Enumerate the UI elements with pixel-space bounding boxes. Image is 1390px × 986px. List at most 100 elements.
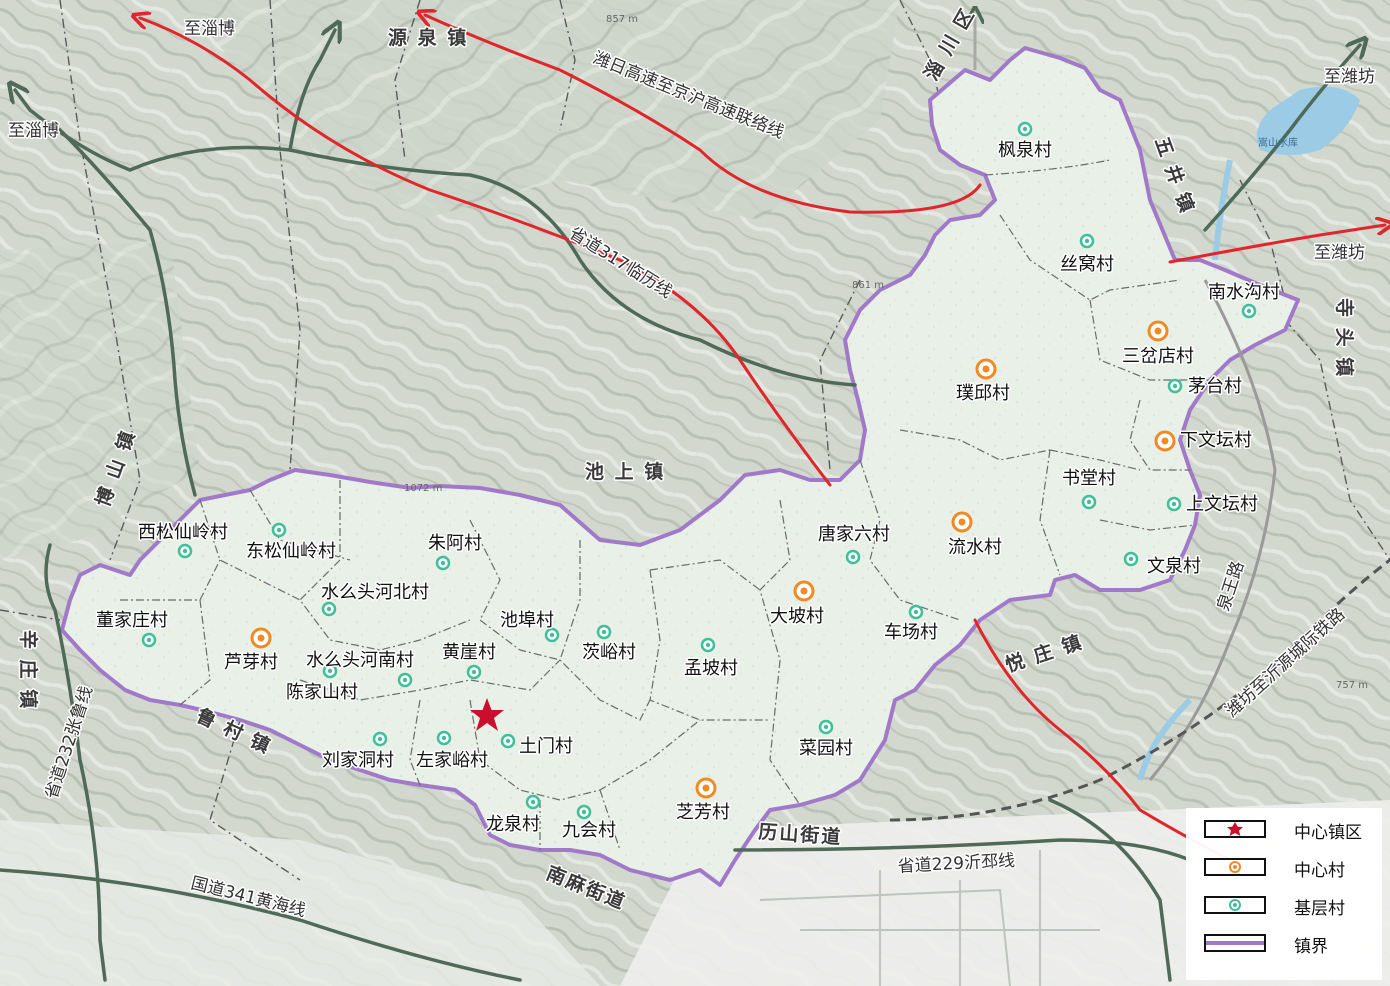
township-boundary (60, 46, 1300, 887)
label-longquan: 龙泉村 (486, 814, 540, 835)
lowland-southwest (0, 820, 600, 986)
expressway-to-zibo (140, 18, 832, 487)
star-icon (1227, 822, 1243, 836)
legend-center-village: 中心村 (1186, 854, 1382, 884)
legend-label-base-village: 基层村 (1294, 899, 1345, 919)
legend-base-village: 基层村 (1186, 892, 1382, 922)
provincial-roads (0, 30, 1360, 982)
base-village-icon (1229, 899, 1241, 911)
center-village-dot (702, 784, 710, 792)
center-village-dot (257, 634, 265, 642)
map-legend: 中心镇区 中心村 基层村 镇界 (1186, 808, 1382, 980)
base-village-dot (549, 632, 555, 638)
label-maotai: 茅台村 (1188, 376, 1242, 397)
base-village-dot (1084, 238, 1090, 244)
label-to-zibo-1: 至淄博 (184, 19, 235, 39)
label-chechang: 车场村 (884, 622, 938, 643)
road-to-weifang-north (1203, 45, 1360, 232)
legend-swatch-boundary (1204, 934, 1266, 952)
label-puqiu: 璞邱村 (956, 383, 1010, 404)
label-dongsongxianling: 东松仙岭村 (246, 541, 336, 562)
base-village-dot (326, 606, 332, 612)
city-grid (759, 850, 1100, 986)
boundary-line-icon (1206, 941, 1264, 945)
base-village-dot (601, 629, 607, 635)
label-zhifang: 芝芳村 (676, 802, 730, 823)
expressway-link (425, 15, 982, 214)
elevation-857: 857 m (606, 14, 638, 25)
base-village-dot (146, 637, 152, 643)
legend-boundary: 镇界 (1186, 930, 1382, 960)
base-village-dot (182, 548, 188, 554)
base-village-dot (581, 809, 587, 815)
base-village-dot (530, 799, 536, 805)
town-chishang: 池 上 镇 (585, 460, 665, 483)
base-village-dot (377, 736, 383, 742)
label-fengquan: 枫泉村 (998, 140, 1052, 161)
base-village-dot (402, 677, 408, 683)
base-village-dot (823, 724, 829, 730)
center-village-dot (1154, 327, 1162, 335)
base-village-dot (1022, 126, 1028, 132)
center-village-markers (250, 320, 1176, 799)
base-village-dot (441, 735, 447, 741)
label-dapo: 大坡村 (770, 606, 824, 627)
label-nanshuigou: 南水沟村 (1208, 282, 1280, 303)
label-tangjialiu: 唐家六村 (818, 524, 890, 545)
label-sanchadian: 三岔店村 (1122, 346, 1194, 367)
label-zhua: 朱阿村 (428, 533, 482, 554)
village-labels: 枫泉村 丝窝村 南水沟村 三岔店村 茅台村 璞邱村 下文坛村 书堂村 上文坛村 … (95, 139, 1282, 843)
base-village-dot (440, 560, 446, 566)
town-yuanquan: 源 泉 镇 (388, 26, 468, 49)
label-huangya: 黄崖村 (442, 642, 496, 663)
label-liushui: 流水村 (948, 537, 1002, 558)
label-xisongxianling: 西松仙岭村 (138, 522, 228, 543)
legend-swatch-base-village (1204, 896, 1266, 914)
label-chenjiashan: 陈家山村 (286, 682, 358, 703)
label-shuiyaotouhebei: 水么头河北村 (321, 582, 429, 603)
label-tumen: 土门村 (519, 736, 573, 757)
road-boshan (58, 128, 197, 497)
label-to-weifang-1: 至潍坊 (1324, 67, 1375, 87)
label-jiuhui: 九会村 (562, 820, 616, 841)
road-to-zibo-north (288, 30, 335, 152)
road-s232 (44, 543, 107, 982)
road-quanwang (1148, 279, 1277, 781)
base-village-dot (505, 738, 511, 744)
legend-swatch-center-town (1204, 820, 1266, 838)
label-luya: 芦芽村 (224, 652, 278, 673)
center-village-dot (1161, 437, 1169, 445)
railway-weifang-yiyuan (889, 558, 1390, 822)
road-s317 (288, 148, 857, 387)
base-village-dot (705, 642, 711, 648)
legend-label-center-town: 中心镇区 (1294, 823, 1362, 843)
village-boundaries (120, 159, 1210, 851)
town-sitou: 寺 头 镇 (1333, 298, 1356, 378)
base-village-dot (1171, 501, 1177, 507)
label-mengpo: 孟坡村 (684, 658, 738, 679)
elevation-861: 861 m (852, 280, 884, 291)
label-zuojiayu: 左家峪村 (416, 750, 488, 771)
label-s229: 省道229沂邳线 (897, 851, 1015, 877)
town-xinzhuang: 辛 庄 镇 (17, 630, 40, 710)
base-village-dot (276, 527, 282, 533)
road-south-east (1048, 798, 1172, 982)
road-g341 (0, 868, 522, 982)
village-markers (141, 121, 1257, 820)
label-siwo: 丝窝村 (1060, 254, 1114, 275)
base-village-dot (913, 609, 919, 615)
expressway-to-weifang (1168, 225, 1385, 264)
base-village-dot (1172, 383, 1178, 389)
label-jiayu: 茨峪村 (582, 642, 636, 663)
neighbour-boundaries (0, 0, 1390, 881)
base-village-dot (1246, 308, 1252, 314)
label-chibu: 池埠村 (500, 610, 554, 631)
elevation-1072: 1072 m (404, 483, 442, 494)
road-s229 (733, 838, 1192, 862)
base-village-dot (850, 554, 856, 560)
label-xiawentan: 下文坛村 (1180, 430, 1252, 451)
label-dongjiazhuang: 董家庄村 (96, 610, 168, 631)
center-village-dot (800, 587, 808, 595)
reservoir-label: 嵩山水库 (1258, 136, 1298, 149)
